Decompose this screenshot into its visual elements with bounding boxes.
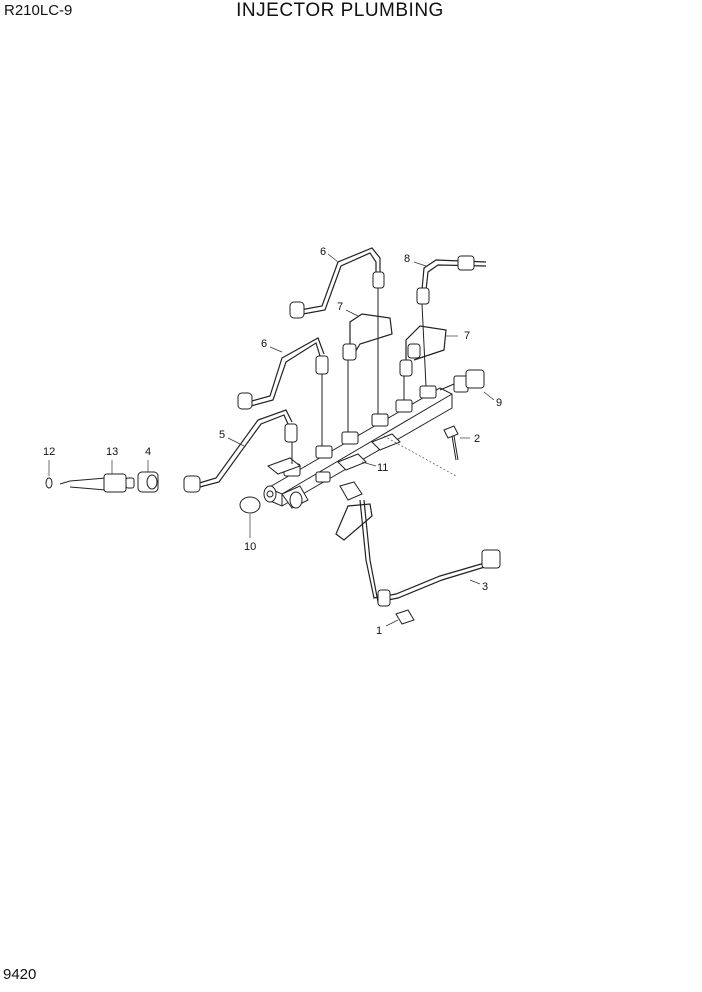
injector-pipes	[183, 247, 487, 493]
callout-7-upper: 7	[337, 301, 343, 313]
common-rail	[263, 385, 453, 509]
callout-2: 2	[474, 433, 480, 445]
callout-8: 8	[404, 253, 410, 265]
callout-7-right: 7	[464, 330, 470, 342]
callout-1: 1	[376, 625, 382, 637]
pressure-sensor	[439, 369, 485, 393]
bolt	[383, 425, 459, 477]
page-number: 9420	[3, 966, 37, 983]
injector-assembly	[45, 471, 159, 493]
callout-12: 12	[43, 446, 55, 458]
callout-6-middle: 6	[261, 338, 267, 350]
page-title: INJECTOR PLUMBING	[236, 0, 444, 21]
callout-9: 9	[496, 397, 502, 409]
callout-5: 5	[219, 429, 225, 441]
callout-3: 3	[482, 581, 488, 593]
supply-pipe	[335, 481, 501, 625]
leader-lines	[48, 253, 495, 627]
model-code: R210LC-9	[4, 2, 73, 19]
callout-11: 11	[377, 462, 388, 474]
callout-6-top: 6	[320, 246, 326, 258]
callout-13: 13	[106, 446, 118, 458]
callouts: 12 13 4 5 6 6 7 7 8 9 2 11 10 3 1	[43, 246, 502, 637]
callout-4: 4	[145, 446, 151, 458]
plug	[239, 496, 261, 514]
callout-10: 10	[244, 541, 256, 553]
